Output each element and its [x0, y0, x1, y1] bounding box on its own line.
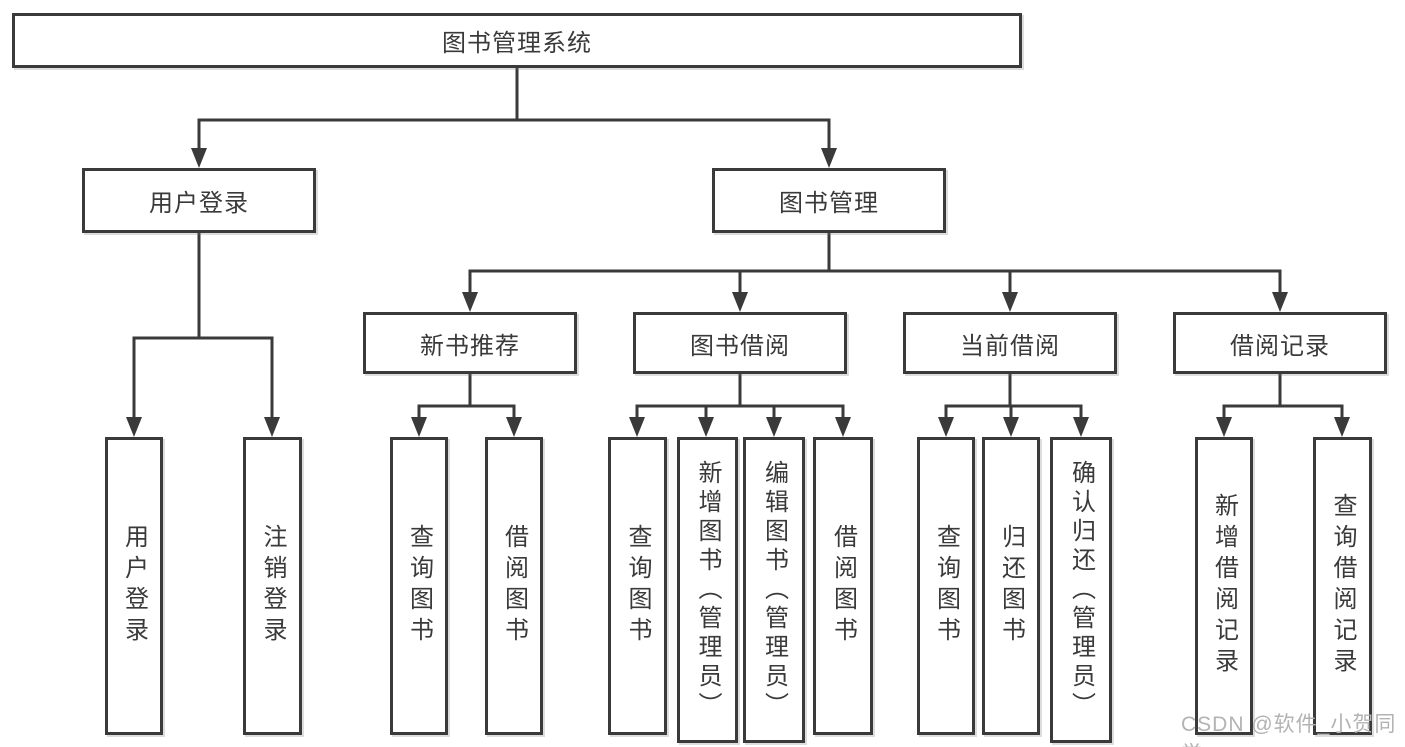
connector-book-management-sections [468, 233, 1282, 295]
leaf-borrowing-add-node: 新增图书（管理员） [677, 437, 738, 743]
connector-user-login-children [132, 233, 274, 420]
section-new-books-node: 新书推荐 [363, 312, 577, 374]
leaf-records-query-node: 查询借阅记录 [1313, 437, 1372, 735]
leaf-new-books-query-node: 查询图书 [390, 437, 448, 735]
arrow-down-head [732, 292, 748, 312]
connector-book-borrowing-children [635, 374, 845, 420]
leaf-logout-node: 注销登录 [243, 437, 302, 735]
connector-root-to-branches [197, 68, 831, 150]
arrow-down-head [1216, 417, 1232, 437]
connector-borrowing-records-children [1222, 374, 1344, 420]
arrow-down-head [462, 292, 478, 312]
leaf-new-books-borrow-node: 借阅图书 [485, 437, 543, 735]
arrow-down-head [506, 417, 522, 437]
leaf-current-query-node: 查询图书 [917, 437, 975, 735]
arrow-down-head [938, 417, 954, 437]
leaf-current-return-node: 归还图书 [982, 437, 1040, 735]
arrow-down-head [629, 417, 645, 437]
arrow-down-head [1272, 292, 1288, 312]
watermark: CSDN @软件_小贺同学 [1181, 713, 1397, 747]
branch-user-login-node: 用户登录 [82, 168, 316, 233]
connector-current-borrowing-children [944, 374, 1083, 420]
root-node: 图书管理系统 [12, 13, 1022, 68]
arrow-down-head [1073, 417, 1089, 437]
leaf-borrowing-edit-node: 编辑图书（管理员） [743, 437, 805, 743]
arrow-down-head [264, 417, 280, 437]
arrow-down-head [698, 417, 714, 437]
leaf-current-confirm-return-node: 确认归还（管理员） [1050, 437, 1112, 743]
section-borrowing-records-node: 借阅记录 [1173, 312, 1387, 374]
arrow-down-head [766, 417, 782, 437]
arrow-down-head [821, 148, 837, 168]
arrow-down-head [191, 148, 207, 168]
leaf-records-add-node: 新增借阅记录 [1195, 437, 1253, 735]
leaf-user-login-node: 用户登录 [105, 437, 163, 735]
connector-new-books-children [417, 374, 516, 420]
section-book-borrowing-node: 图书借阅 [633, 312, 847, 374]
arrow-down-head [126, 417, 142, 437]
arrow-down-head [835, 417, 851, 437]
arrow-down-head [1002, 292, 1018, 312]
leaf-borrowing-query-node: 查询图书 [608, 437, 667, 735]
branch-book-management-node: 图书管理 [712, 168, 946, 233]
section-current-borrowing-node: 当前借阅 [903, 312, 1117, 374]
arrow-down-head [1334, 417, 1350, 437]
arrow-down-head [411, 417, 427, 437]
leaf-borrowing-borrow-node: 借阅图书 [813, 437, 873, 735]
arrow-down-head [1003, 417, 1019, 437]
